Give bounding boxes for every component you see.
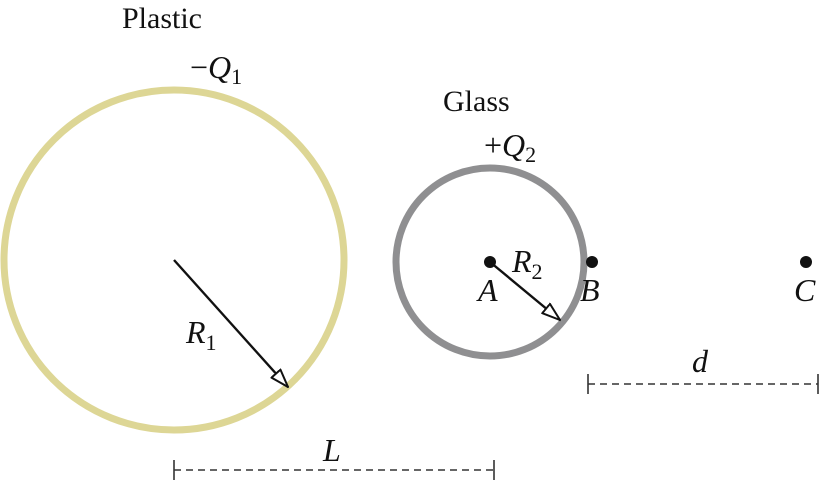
dimension-l: [173, 460, 495, 480]
radius-r1-label: R1: [185, 314, 217, 355]
radius-r2-label: R2: [511, 243, 543, 284]
point-c-dot: [800, 256, 812, 268]
glass-sphere: [392, 164, 588, 360]
dimension-d: [587, 374, 819, 394]
radius-arrow-r1: [173, 259, 288, 387]
glass-label: Glass: [443, 85, 510, 118]
point-b-dot: [586, 256, 598, 268]
point-b-label: B: [580, 272, 600, 308]
point-a-dot: [484, 256, 496, 268]
point-c-label: C: [794, 272, 816, 308]
point-a-label: A: [476, 272, 498, 308]
plastic-label: Plastic: [122, 2, 202, 35]
distance-d-label: d: [692, 343, 709, 379]
glass-charge-label: +Q2: [484, 127, 536, 167]
distance-l-label: L: [322, 432, 341, 468]
plastic-charge-label: −Q1: [190, 49, 242, 89]
plastic-sphere: [0, 86, 348, 434]
radius-arrow-r2: [489, 261, 560, 320]
